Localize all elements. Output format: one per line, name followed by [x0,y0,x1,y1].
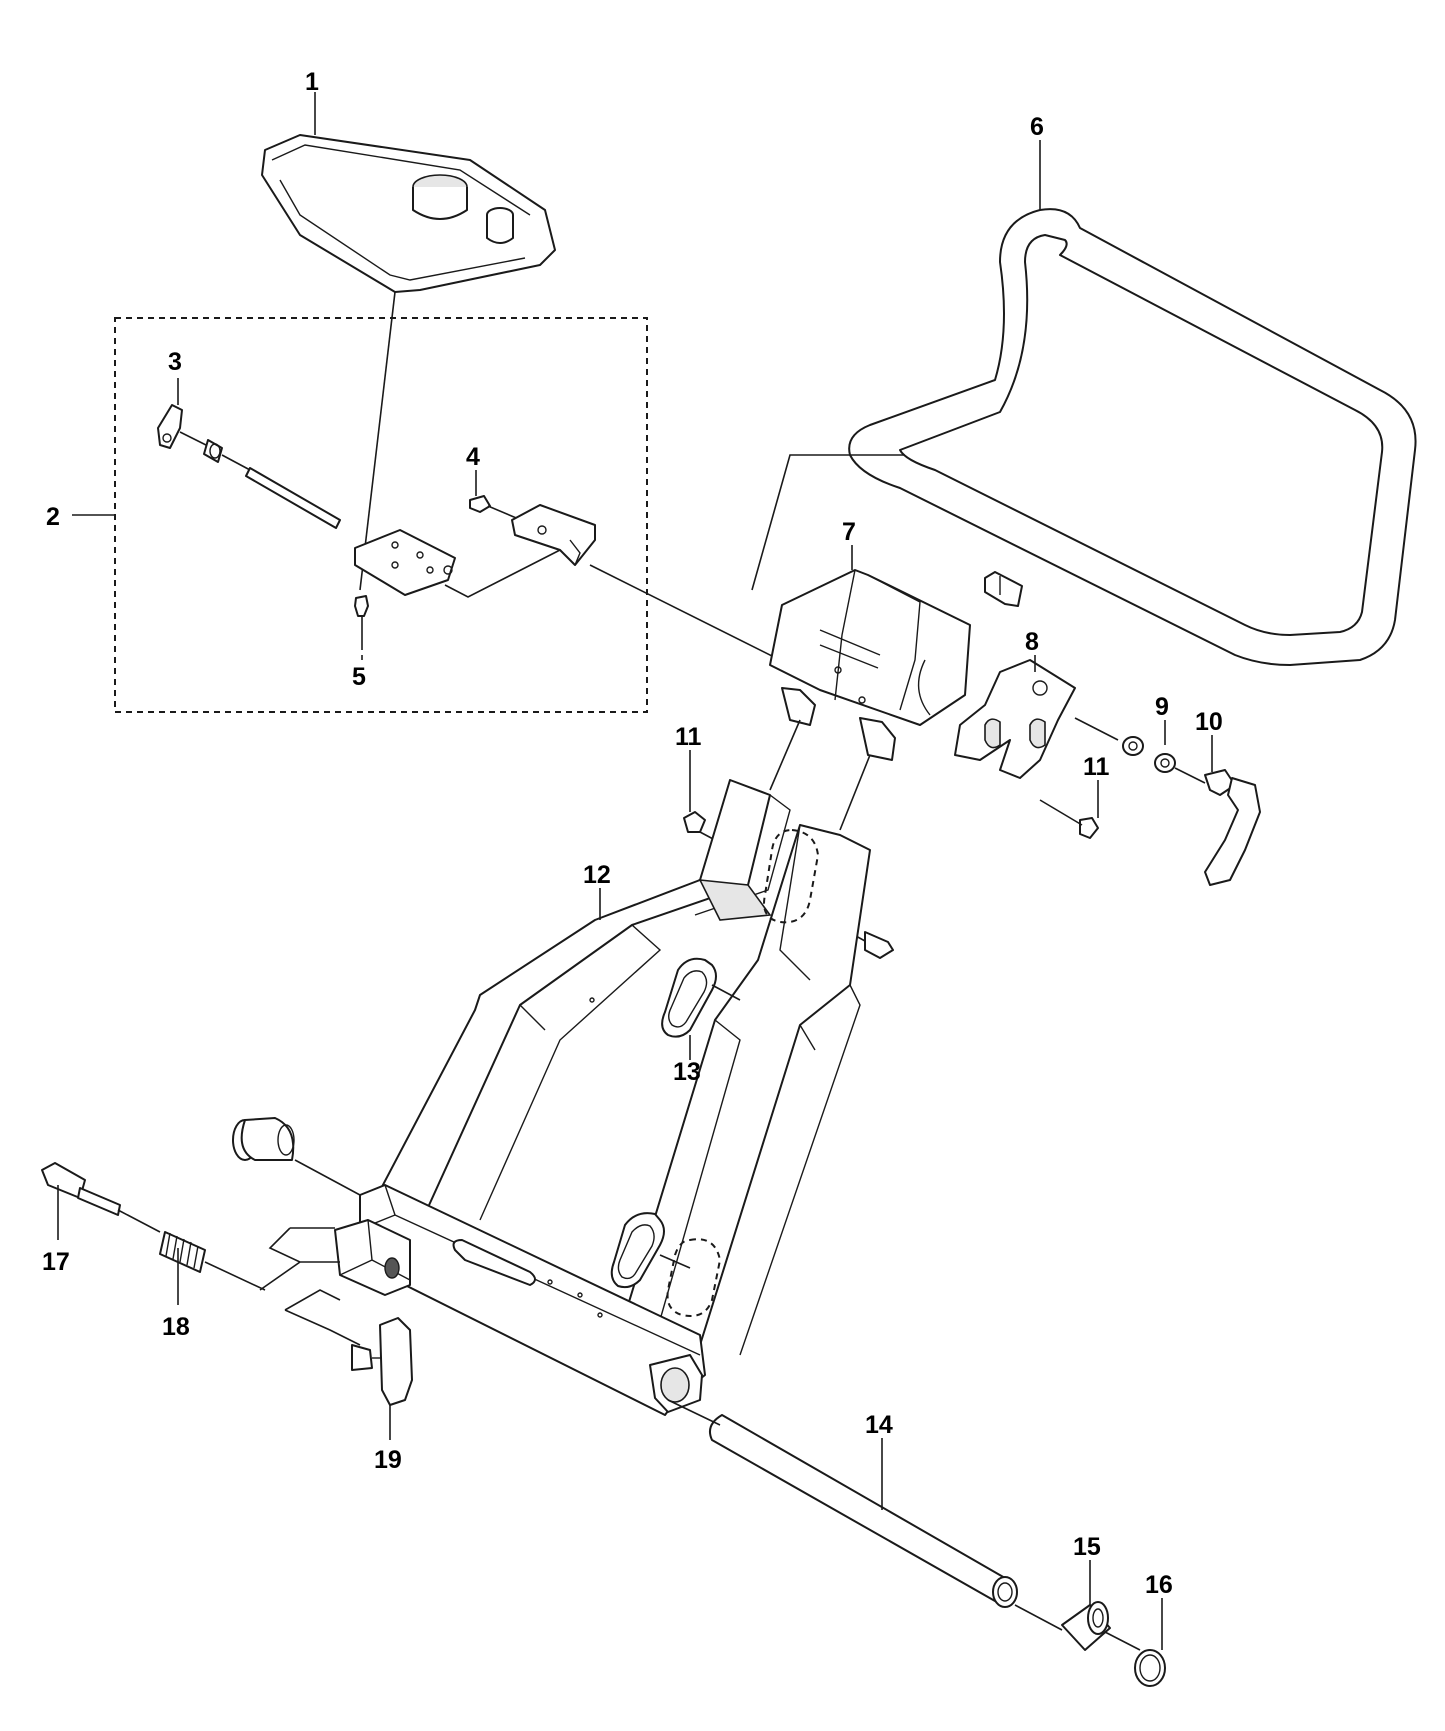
callout-12: 12 [583,861,611,889]
frame-bolt [864,931,894,959]
callout-11-upper: 11 [675,723,702,751]
rod [245,467,341,529]
part-16-retaining-ring[interactable] [1134,1649,1166,1687]
part-13-slot-grommet[interactable] [610,957,717,1289]
callout-10: 10 [1195,708,1223,736]
callout-14: 14 [865,1411,893,1439]
callout-9: 9 [1155,693,1169,721]
part-19-locking-knob[interactable] [351,1317,413,1406]
part-7-head-block[interactable] [769,569,971,761]
callout-3: 3 [168,348,182,376]
callout-4: 4 [466,443,480,471]
part-11-bolt-lower[interactable] [1079,817,1099,839]
callout-15: 15 [1073,1533,1101,1561]
frame-crossbar [359,1184,706,1416]
part-15-bushing[interactable] [1061,1601,1111,1651]
callout-1: 1 [305,68,319,96]
callout-16: 16 [1145,1571,1173,1599]
frame-bushing-left [232,1117,295,1161]
part-17-locking-pin[interactable] [41,1162,121,1216]
part-1-water-tank[interactable] [261,134,556,293]
part-12-main-frame[interactable] [369,779,871,1366]
valve-bracket [511,504,596,566]
part-3-bracket[interactable] [157,404,183,449]
callout-17: 17 [42,1248,70,1276]
callout-13: 13 [673,1058,701,1086]
part-14-axle-tube[interactable] [709,1414,1018,1608]
callout-leaders [57,92,1213,1650]
callout-7: 7 [842,518,856,546]
spacer-sleeve [203,439,223,463]
part-8-clamp[interactable] [954,659,1076,779]
part-11-nut-upper[interactable] [683,811,706,833]
part-9-washer[interactable] [1122,736,1176,773]
callout-6: 6 [1030,113,1044,141]
locking-housing [334,1219,411,1296]
part-10-clamp-lever[interactable] [1204,769,1261,886]
callout-2: 2 [46,503,60,531]
callout-19: 19 [374,1446,402,1474]
part-4-screw[interactable] [469,495,491,513]
callout-5: 5 [352,663,366,691]
part-18-spring[interactable] [159,1231,206,1273]
callout-11-lower: 11 [1083,753,1110,781]
part-5-screw[interactable] [354,595,369,617]
callout-18: 18 [162,1313,190,1341]
part-6-handlebar[interactable] [848,208,1417,666]
mounting-plate [354,529,456,596]
callout-8: 8 [1025,628,1039,656]
callout-labels: 1 2 3 4 5 6 7 8 9 10 11 11 12 13 14 15 1… [42,68,1223,1599]
